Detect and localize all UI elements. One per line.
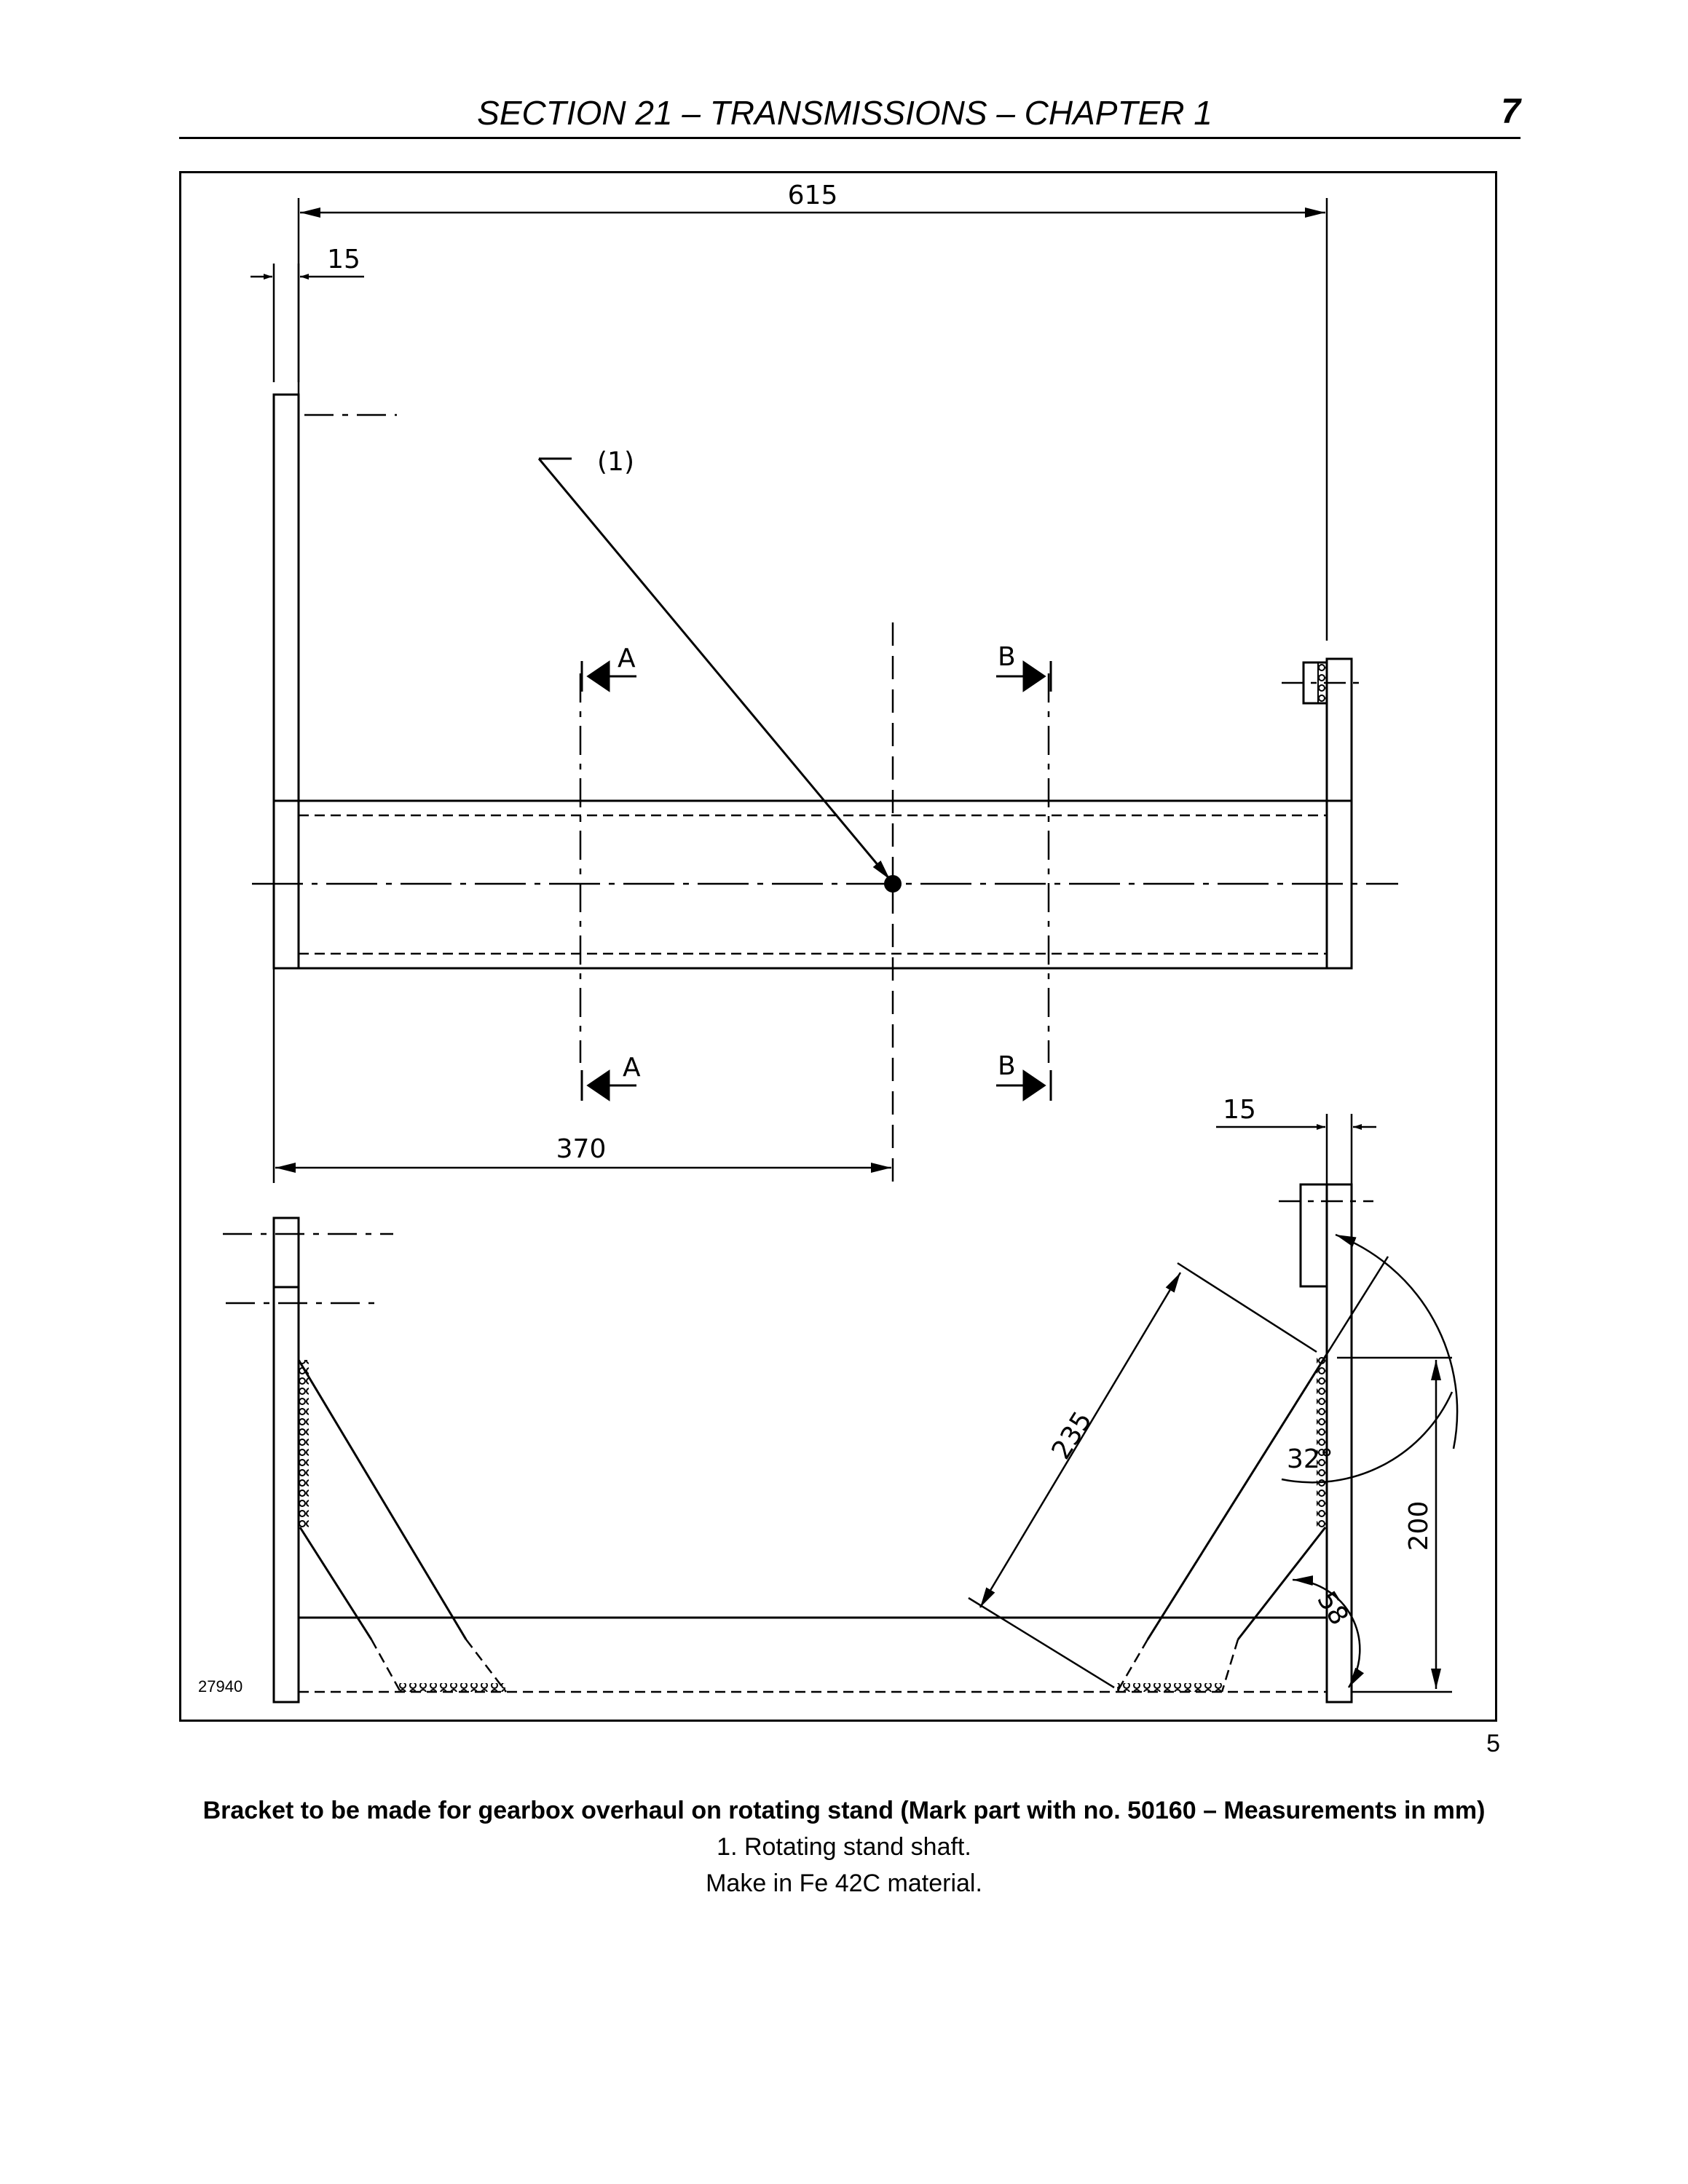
dimension-235 [968, 1262, 1317, 1689]
angle-32 [1281, 1233, 1459, 1484]
header-divider [179, 137, 1521, 139]
weld-left-base [399, 1683, 505, 1692]
dim-200-label: 200 [1404, 1501, 1434, 1551]
section-label-b-bottom: B [998, 1051, 1016, 1081]
right-plate [1325, 657, 1353, 970]
dim-370-label: 370 [556, 1134, 607, 1164]
section-label-a-bottom: A [623, 1053, 641, 1083]
section-header-title: SECTION 21 – TRANSMISSIONS – CHAPTER 1 [477, 94, 1212, 132]
angle-32-label: 32° [1287, 1444, 1333, 1474]
side-left-plate [272, 1216, 300, 1704]
section-label-a-top: A [618, 644, 636, 673]
side-view [223, 1183, 1373, 1704]
dim-15-top-label: 15 [327, 245, 360, 274]
dim-615-label: 615 [788, 181, 838, 210]
page-number: 7 [1501, 92, 1521, 131]
dim-15-right-label: 15 [1223, 1095, 1256, 1125]
figure-number: 5 [1486, 1730, 1500, 1757]
callout-1-label: (1) [597, 447, 634, 477]
dimension-15-top [251, 264, 364, 382]
caption-line-1: 1. Rotating stand shaft. [717, 1833, 971, 1861]
section-label-b-top: B [998, 642, 1016, 672]
angle-58 [1292, 1575, 1365, 1688]
weld-left-vertical [299, 1360, 309, 1527]
weld-right-base [1117, 1683, 1222, 1692]
caption-title: Bracket to be made for gearbox overhaul … [202, 1797, 1486, 1824]
shaft-centre-point [884, 875, 902, 893]
weld-right-vertical [1317, 1354, 1327, 1527]
dimension-370 [272, 968, 891, 1183]
figure-frame [179, 171, 1497, 1722]
callout-leader [537, 457, 891, 880]
dimension-615 [297, 198, 1328, 641]
top-view [252, 393, 1398, 1183]
drawing-number: 27940 [198, 1677, 242, 1696]
dim-235-label: 235 [1046, 1406, 1098, 1465]
left-plate [272, 393, 300, 970]
section-markers [580, 660, 1052, 1101]
dimension-200 [1337, 1356, 1452, 1693]
angle-58-label: 58 [1311, 1586, 1354, 1631]
dimension-15-right [1216, 1114, 1376, 1184]
caption-line-2: Make in Fe 42C material. [706, 1870, 982, 1897]
side-right-block [1299, 1183, 1328, 1288]
